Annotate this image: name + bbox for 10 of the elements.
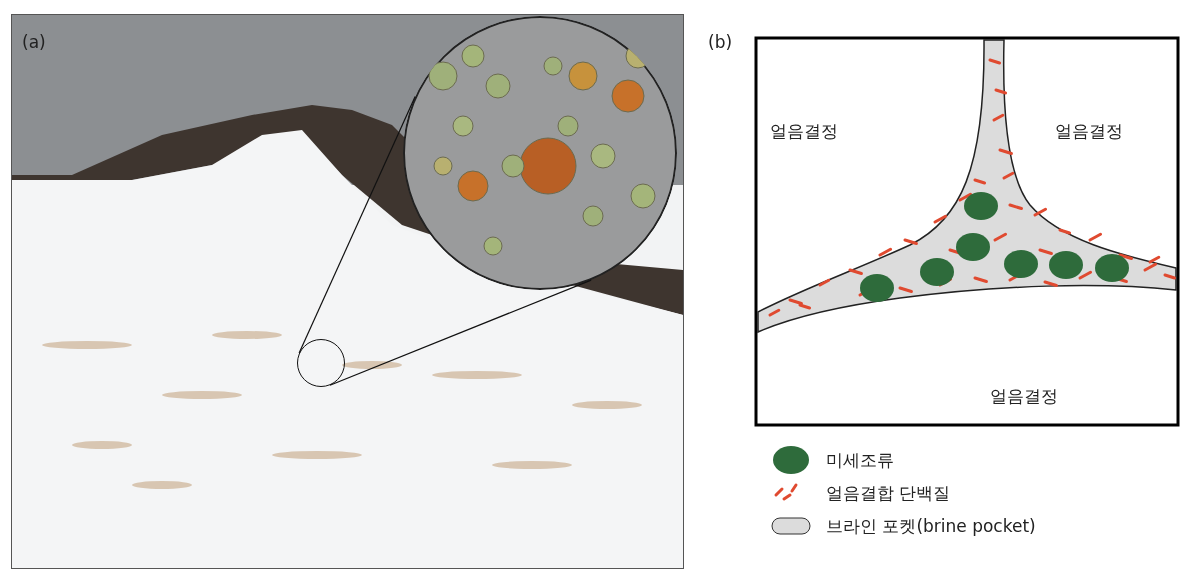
- leader-line: [329, 279, 592, 386]
- panel-letter: (a): [22, 32, 46, 52]
- region-label: 얼음결정: [990, 385, 1058, 408]
- leader-line: [298, 95, 416, 354]
- legend-label: 브라인 포켓(brine pocket): [826, 515, 1036, 538]
- legend-label: 미세조류: [826, 449, 894, 472]
- legend-label: 얼음결합 단백질: [826, 482, 951, 505]
- region-label: 얼음결정: [1055, 120, 1123, 143]
- panel-letter: (b): [708, 32, 733, 52]
- region-label: 얼음결정: [770, 120, 838, 143]
